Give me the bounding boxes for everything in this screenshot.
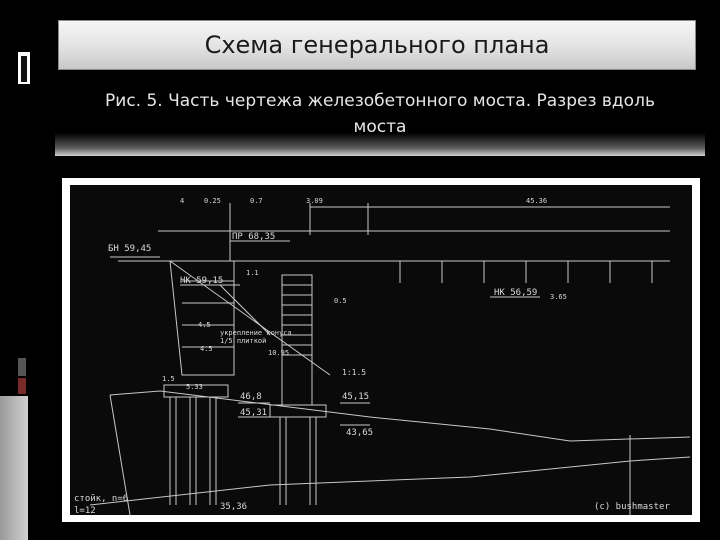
label-45-31: 45,31 <box>240 408 267 418</box>
watermark: (c) bushmaster <box>594 502 670 512</box>
label-43-65: 43,65 <box>346 428 373 438</box>
dim-45-b: 4.5 <box>200 345 213 353</box>
caption-line-2: моста <box>353 117 407 137</box>
caption-line-1: Рис. 5. Часть чертежа железобетонного мо… <box>105 91 655 111</box>
label-35-36: 35,36 <box>220 502 247 512</box>
label-nk2: НК 56,59 <box>494 288 537 298</box>
drawing-linework <box>89 203 691 515</box>
figure-frame: БН 59,45 ПР 68,35 НК 59,15 НК 56,59 46,8… <box>62 178 700 522</box>
label-l12: l=12 <box>74 506 96 515</box>
side-stripe-light <box>0 396 28 540</box>
side-stripe-accent <box>18 378 26 394</box>
label-piles: стойк, n=6 <box>74 494 128 504</box>
dim-15: 1.5 <box>162 375 175 383</box>
side-stripe-dark <box>18 358 26 376</box>
label-slope-note-2: 1/5 плиткой <box>220 337 266 345</box>
dim-4: 4 <box>180 197 184 205</box>
dim-05: 0.5 <box>334 297 347 305</box>
dim-4536: 45.36 <box>526 197 547 205</box>
caption-band <box>55 74 705 156</box>
dim-365: 3.65 <box>550 293 567 301</box>
label-45-15: 45,15 <box>342 392 369 402</box>
dim-11: 1.1 <box>246 269 259 277</box>
dim-slope: 1:1.5 <box>342 368 366 377</box>
drawing-background <box>70 185 692 515</box>
dim-07: 0.7 <box>250 197 263 205</box>
dim-45-a: 4.5 <box>198 321 211 329</box>
dim-309: 3.09 <box>306 197 323 205</box>
label-46-8: 46,8 <box>240 392 262 402</box>
label-pr: ПР 68,35 <box>232 232 275 242</box>
label-nk1: НК 59,15 <box>180 276 223 286</box>
slide-title: Схема генерального плана <box>204 31 550 59</box>
dim-533: 5.33 <box>186 383 203 391</box>
drawing-annotations: БН 59,45 ПР 68,35 НК 59,15 НК 56,59 46,8… <box>74 197 670 515</box>
bridge-drawing: БН 59,45 ПР 68,35 НК 59,15 НК 56,59 46,8… <box>70 185 692 515</box>
corner-block-top-inner <box>21 56 27 82</box>
label-bn: БН 59,45 <box>108 244 151 254</box>
dim-025: 0.25 <box>204 197 221 205</box>
label-slope-note-1: укрепление конуса <box>220 329 292 337</box>
slide-title-bar: Схема генерального плана <box>58 20 696 70</box>
dim-1095: 10.95 <box>268 349 289 357</box>
figure-caption: Рис. 5. Часть чертежа железобетонного мо… <box>60 88 700 140</box>
